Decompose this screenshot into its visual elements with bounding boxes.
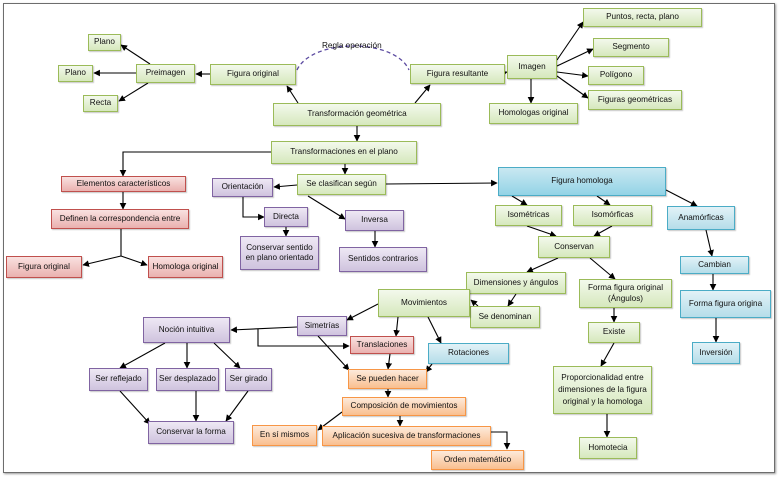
- node-definen-correspondencia: Definen la correspondencia entre: [51, 209, 189, 229]
- node-recta: Recta: [83, 95, 118, 112]
- node-plano-left: Plano: [58, 65, 93, 82]
- node-figura-original-left: Figura original: [6, 256, 82, 278]
- arrow-movimientos-to-rotaciones: [427, 316, 442, 344]
- node-existe: Existe: [588, 322, 640, 343]
- node-inversa: Inversa: [345, 210, 404, 231]
- node-se-pueden-hacer: Se pueden hacer: [348, 369, 427, 389]
- node-directa: Directa: [264, 207, 308, 227]
- arrow-rotaciones-to-se-pueden-hacer: [425, 363, 433, 373]
- node-dimensiones-angulos: Dimensiones y ángulos: [466, 272, 566, 294]
- arrow-movimientos-to-translaciones: [393, 316, 400, 337]
- arrow-existe-to-proporcionalidad: [600, 342, 615, 367]
- node-se-denominan: Se denominan: [470, 306, 540, 328]
- node-isomorficas: Isomórficas: [573, 205, 652, 226]
- arrow-dimensiones-to-se-denominan: [507, 293, 517, 307]
- node-plano-top: Plano: [88, 34, 121, 51]
- arrow-ser-girado-to-conservar-forma: [225, 390, 249, 422]
- node-figuras-geometricas: Figuras geométricas: [588, 90, 682, 110]
- node-en-si-mismos: En sí mismos: [252, 425, 317, 446]
- node-elementos-caracteristicos: Elementos característicos: [61, 176, 186, 192]
- node-ser-reflejado: Ser reflejado: [89, 368, 148, 391]
- node-anamorficas: Anamórficas: [667, 206, 735, 230]
- arrow-to-inversa: [307, 195, 346, 220]
- node-aplicacion-sucesiva: Aplicación sucesiva de transformaciones: [322, 426, 491, 446]
- arrow-se-clasifican-to-orientacion: [273, 183, 298, 190]
- arrow-imagen-to-puntos: [556, 21, 584, 61]
- arrow-definen-to-homologa-original: [120, 255, 148, 267]
- arrow-figura-homologa-to-isomorficas: [596, 195, 611, 206]
- node-inversion: Inversión: [692, 342, 740, 364]
- arrow-simetrias-to-se-pueden-hacer: [317, 335, 350, 371]
- arrow-isometricas-to-conservan: [526, 225, 557, 238]
- arrow-ser-reflejado-to-conservar-forma: [119, 390, 151, 425]
- node-translaciones: Translaciones: [350, 336, 414, 354]
- arrow-figura-homologa-to-isometricas: [511, 195, 528, 206]
- node-conservar-sentido: Conservar sentido en plano orientado: [240, 236, 319, 270]
- node-proporcionalidad: Proporcionalidad entre dimensiones de la…: [553, 366, 652, 414]
- arrow-figura-homologa-to-anamorficas: [665, 189, 698, 207]
- arrow-imagen-to-figuras-geometricas: [556, 75, 589, 99]
- arrow-transformacion-to-figura-original: [286, 85, 299, 104]
- arrow-se-clasifican-to-figura-homologa: [385, 179, 498, 187]
- node-conservan: Conservan: [538, 236, 610, 258]
- node-orientacion: Orientación: [212, 178, 273, 197]
- arrow-branch-to-translaciones: [257, 329, 350, 350]
- arrow-simetrias-to-nocion: [230, 326, 298, 334]
- node-poligono: Polígono: [588, 66, 644, 85]
- node-isometricas: Isométricas: [495, 205, 562, 226]
- node-transformacion-geometrica: Transformación geométrica: [273, 103, 441, 126]
- arrow-preimagen-to-recta: [118, 82, 149, 102]
- arrow-se-denominan-to-movimientos: [470, 299, 479, 307]
- node-orden-matematico: Orden matemático: [431, 450, 524, 470]
- arrow-imagen-to-poligono: [556, 71, 589, 79]
- node-puntos-recta-plano: Puntos, recta, plano: [583, 8, 702, 27]
- node-simetrias: Simetrías: [297, 316, 347, 336]
- arrow-preimagen-to-plano-top: [120, 44, 151, 65]
- node-cambian: Cambian: [680, 256, 749, 274]
- arrow-orientacion-to-directa: [242, 197, 265, 221]
- arrow-isomorficas-to-conservan: [593, 225, 613, 237]
- node-movimientos: Movimientos: [378, 289, 470, 317]
- arrow-nocion-to-ser-reflejado: [119, 342, 166, 369]
- node-ser-desplazado: Ser desplazado: [156, 368, 219, 391]
- arrow-anamorficas-to-cambian: [705, 229, 714, 257]
- node-forma-figura-original: Forma figura original (Ángulos): [579, 279, 672, 308]
- arrow-translaciones-to-se-pueden-hacer: [385, 353, 393, 370]
- arrow-conservan-to-forma-original: [589, 257, 616, 280]
- node-figura-homologa: Figura homologa: [498, 167, 666, 196]
- arrow-imagen-to-segmento: [556, 48, 594, 67]
- arrow-movimientos-to-simetrias: [346, 303, 379, 321]
- node-figura-original-top: Figura original: [210, 64, 296, 85]
- node-forma-figura-origina: Forma figura origina: [680, 290, 771, 318]
- node-figura-resultante: Figura resultante: [410, 64, 505, 84]
- arrow-conservan-to-dimensiones: [526, 257, 559, 273]
- arrow-transformacion-to-figura-resultante: [414, 84, 431, 104]
- node-preimagen: Preimagen: [136, 64, 195, 83]
- node-composicion-movimientos: Composición de movimientos: [342, 397, 466, 416]
- node-nocion-intuitiva: Noción intuitiva: [143, 317, 230, 343]
- arrow-transformaciones-plano-to-elementos: [119, 151, 271, 177]
- node-homologa-original: Homologa original: [148, 256, 223, 278]
- node-sentidos-contrarios: Sentidos contrarios: [339, 247, 427, 272]
- node-transformaciones-plano: Transformaciones en el plano: [271, 141, 417, 164]
- node-imagen: Imagen: [507, 55, 557, 79]
- arrow-definen-to-figura-original: [82, 255, 122, 267]
- arrow-aplicacion-to-orden: [491, 431, 511, 450]
- regla-operacion-label: Regla operación: [322, 41, 382, 50]
- node-conservar-forma: Conservar la forma: [148, 421, 234, 444]
- node-homologas-original: Homologas original: [489, 103, 578, 124]
- node-segmento: Segmento: [593, 38, 669, 57]
- node-homotecia: Homotecia: [579, 437, 637, 459]
- node-se-clasifican: Se clasifican según: [297, 174, 386, 195]
- node-ser-girado: Ser girado: [225, 368, 272, 391]
- regla-operacion-dashed-arc: [296, 45, 410, 71]
- node-rotaciones: Rotaciones: [428, 343, 509, 364]
- arrow-nocion-to-ser-girado: [213, 342, 241, 369]
